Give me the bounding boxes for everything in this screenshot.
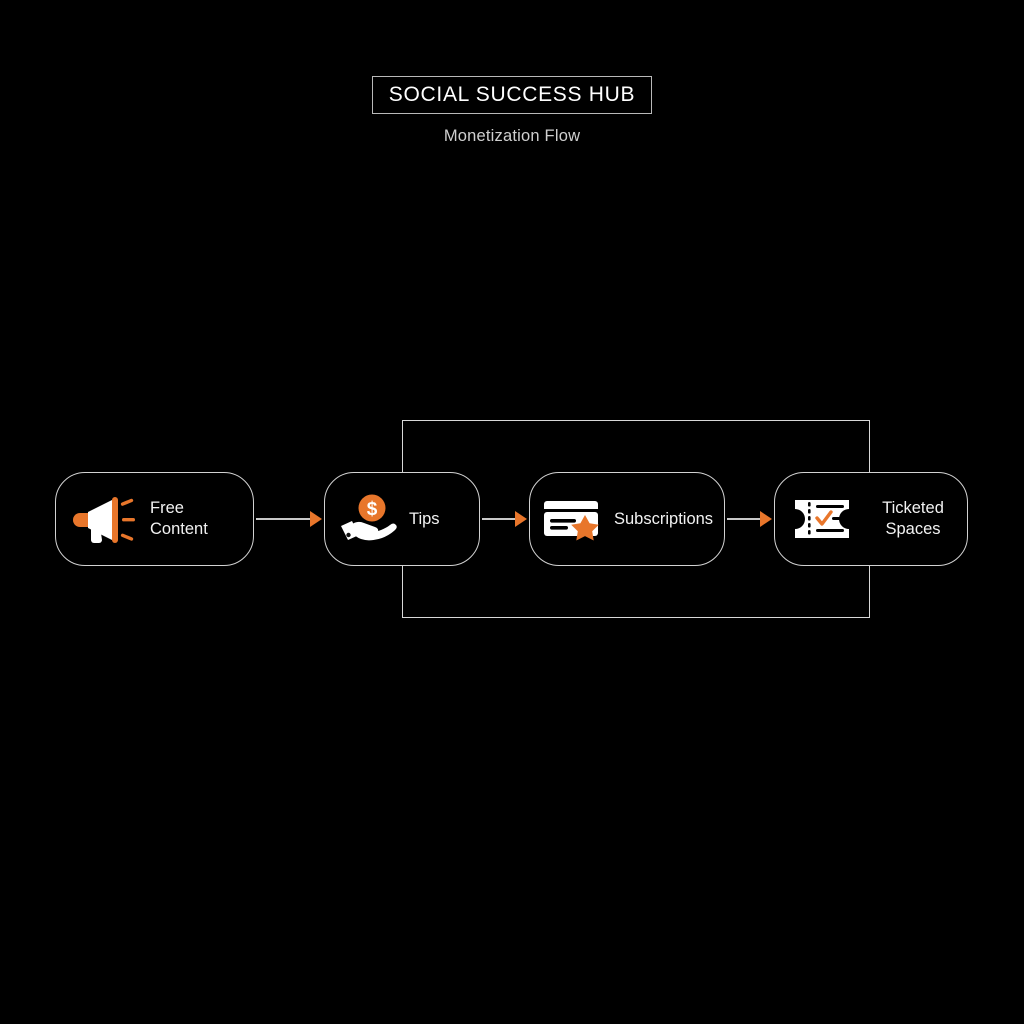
credit-card-star-icon bbox=[544, 496, 604, 542]
page-subtitle: Monetization Flow bbox=[443, 127, 581, 145]
arrowhead-icon bbox=[515, 511, 527, 527]
connector-line bbox=[482, 518, 515, 520]
header: SOCIAL SUCCESS HUB Monetization Flow bbox=[0, 76, 1024, 146]
node-ticketed-spaces[interactable]: Ticketed Spaces bbox=[774, 472, 968, 566]
title-box: SOCIAL SUCCESS HUB bbox=[371, 76, 653, 114]
node-free-content[interactable]: Free Content bbox=[55, 472, 254, 566]
ticket-check-icon bbox=[791, 496, 853, 542]
node-label: Free Content bbox=[150, 499, 208, 538]
node-label: Ticketed Spaces bbox=[882, 499, 944, 538]
megaphone-icon bbox=[73, 493, 136, 545]
connector-tips-to-subscriptions bbox=[482, 507, 527, 531]
page-title: SOCIAL SUCCESS HUB bbox=[388, 83, 636, 106]
connector-line bbox=[727, 518, 760, 520]
arrowhead-icon bbox=[310, 511, 322, 527]
node-label: Tips bbox=[409, 509, 440, 528]
node-subscriptions[interactable]: Subscriptions bbox=[529, 472, 725, 566]
node-label: Subscriptions bbox=[614, 509, 714, 528]
connector-line bbox=[256, 518, 310, 520]
connector-free-content-to-tips bbox=[256, 507, 322, 531]
connector-subscriptions-to-ticketed-spaces bbox=[727, 507, 772, 531]
arrowhead-icon bbox=[760, 511, 772, 527]
svg-text:$: $ bbox=[367, 499, 378, 520]
node-tips[interactable]: $ Tips bbox=[324, 472, 480, 566]
hand-holding-coin-icon: $ bbox=[339, 493, 397, 545]
